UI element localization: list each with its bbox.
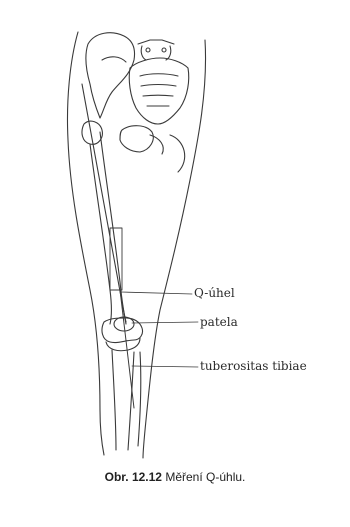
caption-text: Měření Q-úhlu. xyxy=(165,470,245,484)
leg-outline-left xyxy=(67,32,104,455)
gluteal-outline xyxy=(170,135,185,172)
asis-to-patella-line xyxy=(82,84,126,324)
caption-number: Obr. 12.12 xyxy=(105,470,162,484)
femur-condyles xyxy=(102,318,143,343)
label-patella: patela xyxy=(200,315,238,329)
label-q-angle: Q-úhel xyxy=(194,286,235,300)
femur-shaft xyxy=(90,144,112,324)
leader-q-angle xyxy=(121,292,192,294)
ilium xyxy=(86,33,135,118)
leg-outline-right xyxy=(143,40,206,458)
label-tuberosity: tuberositas tibiae xyxy=(200,359,307,373)
tibia-shaft xyxy=(112,350,134,450)
leader-patella xyxy=(132,322,198,323)
figure-caption: Obr. 12.12 Měření Q-úhlu. xyxy=(0,470,350,484)
sacrum xyxy=(129,40,188,124)
leader-tuberosity xyxy=(132,366,198,367)
pubis xyxy=(120,126,153,152)
